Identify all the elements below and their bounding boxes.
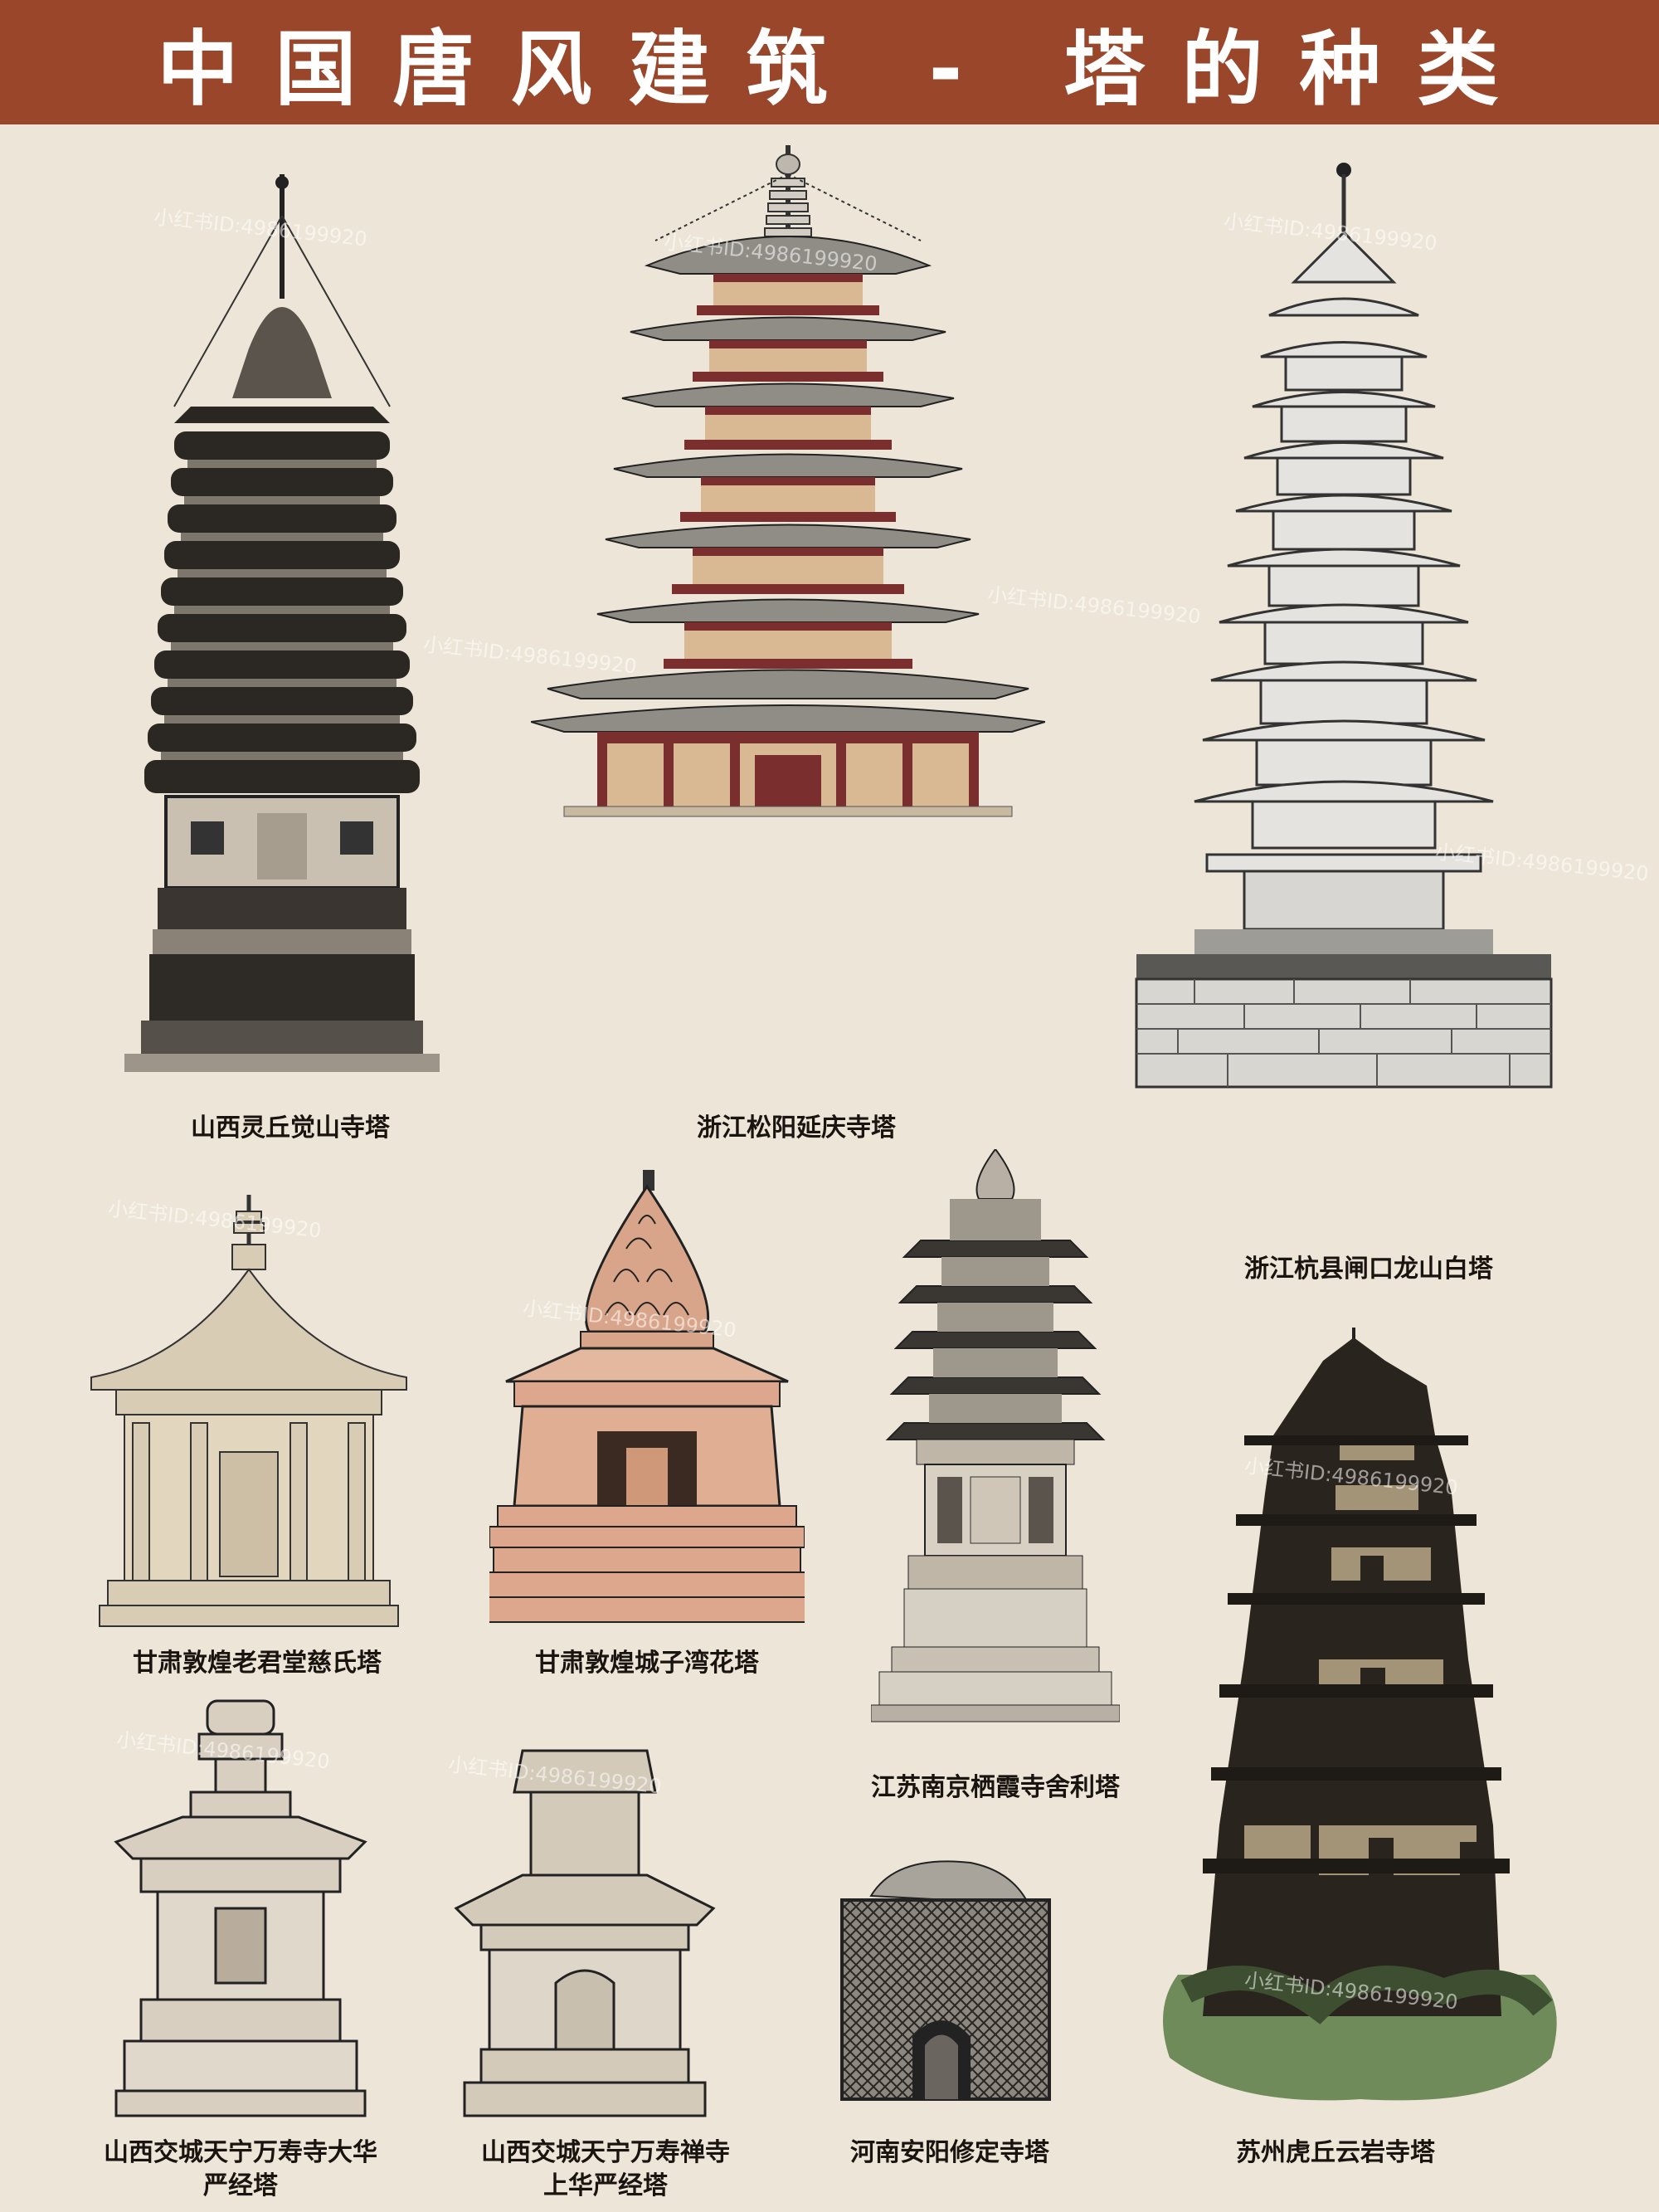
- caption-dahuayan-line1: 山西交城天宁万寿寺大华: [104, 2138, 377, 2167]
- pagoda-illustration-qixia: [871, 1149, 1120, 1747]
- pagoda-illustration-jueshan: [116, 166, 448, 1087]
- caption-longshan-baita: 浙江杭县闸口龙山白塔: [1244, 1255, 1493, 1284]
- pagoda-illustration-flower: [489, 1166, 805, 1630]
- caption-flower: 甘肃敦煌城子湾花塔: [535, 1649, 759, 1678]
- caption-shanghuayan-line2: 上华严经塔: [543, 2171, 668, 2200]
- pagoda-illustration-yunyan: [1153, 1328, 1568, 2116]
- pagoda-illustration-xiuding: [821, 1854, 1062, 2112]
- caption-shanghuayan: 山西交城天宁万寿禅寺 上华严经塔: [465, 2136, 747, 2203]
- pagoda-illustration-shanghuayan: [448, 1742, 722, 2124]
- caption-xiuding: 河南安阳修定寺塔: [850, 2138, 1049, 2167]
- caption-dahuayan: 山西交城天宁万寿寺大华 严经塔: [66, 2136, 415, 2203]
- caption-yunyan: 苏州虎丘云岩寺塔: [1236, 2138, 1435, 2167]
- pagoda-illustration-dahuayan: [108, 1693, 390, 2124]
- title-bar: 中国唐风建筑 - 塔的种类: [0, 0, 1659, 124]
- caption-cishi: 甘肃敦煌老君堂慈氏塔: [133, 1649, 382, 1678]
- caption-qixia: 江苏南京栖霞寺舍利塔: [871, 1773, 1120, 1802]
- pagoda-illustration-yanqing: [531, 141, 1045, 1095]
- caption-jueshan: 山西灵丘觉山寺塔: [191, 1113, 390, 1143]
- caption-dahuayan-line2: 严经塔: [203, 2171, 278, 2200]
- pagoda-illustration-longshan-baita: [1128, 158, 1559, 1220]
- pagoda-illustration-cishi: [83, 1195, 415, 1635]
- caption-shanghuayan-line1: 山西交城天宁万寿禅寺: [481, 2138, 730, 2167]
- caption-yanqing: 浙江松阳延庆寺塔: [697, 1113, 896, 1143]
- page-title: 中国唐风建筑 - 塔的种类: [157, 22, 1535, 117]
